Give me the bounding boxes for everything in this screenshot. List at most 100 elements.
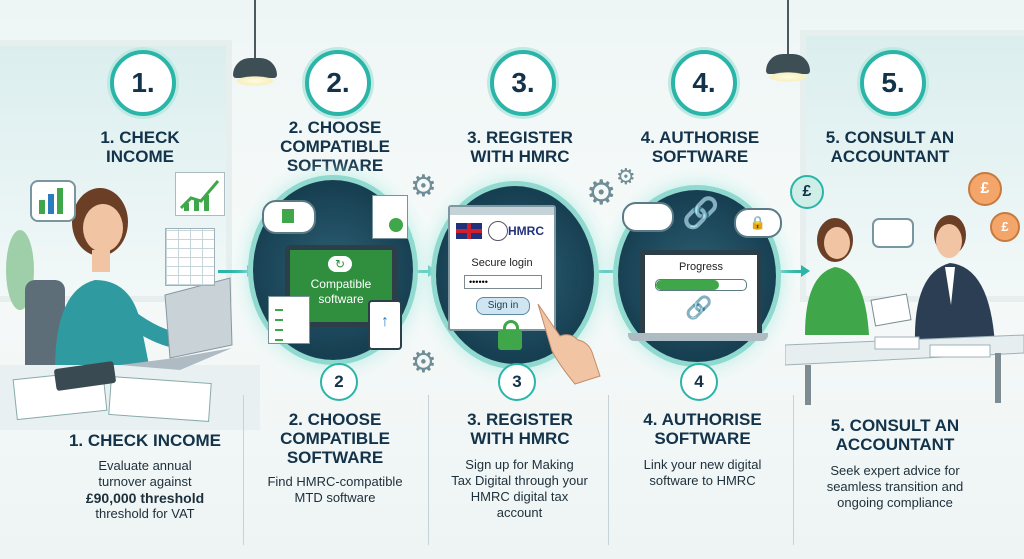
desc-line: MTD software xyxy=(294,490,376,505)
gear-icon: ⚙ xyxy=(410,346,437,379)
desc-line: Seek expert advice for xyxy=(830,463,960,478)
desc-line: Sign up for Making xyxy=(465,457,574,472)
desc-line: turnover against xyxy=(98,474,192,489)
title-line: ACCOUNTANT xyxy=(830,147,950,166)
progress-label: Progress xyxy=(678,261,724,273)
desc-line: Link your new digital xyxy=(643,457,762,472)
desc-line: account xyxy=(496,505,543,520)
hmrc-label: HMRC xyxy=(508,224,544,238)
bottom-desc-1: Evaluate annual turnover against £90,000… xyxy=(60,458,230,522)
lamp-glow xyxy=(768,72,808,82)
step-number-4: 4. xyxy=(671,50,737,116)
hmrc-login-window: HMRC Secure login •••••• Sign in xyxy=(448,205,556,331)
woman-laptop-illustration xyxy=(0,188,260,430)
flow-arrow-4-5 xyxy=(778,265,810,277)
checked-document-icon xyxy=(372,195,408,239)
title-line: SOFTWARE xyxy=(286,156,384,175)
gear-icon: ⚙ xyxy=(616,164,636,189)
column-divider xyxy=(608,395,609,545)
bottom-desc-4: Link your new digital software to HMRC xyxy=(615,457,790,489)
spreadsheet-document-icon xyxy=(165,228,215,286)
password-field[interactable]: •••••• xyxy=(464,275,542,289)
title-line: 5. CONSULT AN xyxy=(830,416,960,435)
bar-chart-bubble-icon xyxy=(30,180,76,222)
title-line: 1. CHECK INCOME xyxy=(68,431,222,450)
column-divider xyxy=(243,395,244,545)
speech-bubble-icon xyxy=(872,218,914,248)
flow-arrow-3-4 xyxy=(592,265,624,277)
software-label-line1: Compatible xyxy=(310,277,372,291)
sign-in-button[interactable]: Sign in xyxy=(476,297,530,315)
desc-line: seamless transition and xyxy=(826,479,964,494)
column-divider xyxy=(428,395,429,545)
pound-coin-icon: £ xyxy=(968,172,1002,206)
title-line: 3. REGISTER xyxy=(467,128,573,147)
flow-arrow-2-3 xyxy=(405,265,437,277)
gear-icon: ⚙ xyxy=(586,174,617,212)
title-line: 4. AUTHORISE xyxy=(640,128,760,147)
cloud-spreadsheet-icon xyxy=(262,200,316,234)
title-line: WITH HMRC xyxy=(470,147,570,166)
pound-coin-icon: £ xyxy=(990,212,1020,242)
bottom-desc-3: Sign up for Making Tax Digital through y… xyxy=(432,457,607,521)
step-title-2: 2. CHOOSE COMPATIBLE SOFTWARE xyxy=(265,118,405,175)
title-line: 2. CHOOSE xyxy=(288,118,382,137)
bottom-title-5: 5. CONSULT AN ACCOUNTANT xyxy=(805,416,985,454)
pendant-lamp-icon xyxy=(766,54,810,74)
title-line: SOFTWARE xyxy=(286,448,384,467)
secure-login-label: Secure login xyxy=(471,257,533,269)
desc-line: ongoing compliance xyxy=(837,495,953,510)
title-line: WITH HMRC xyxy=(470,429,570,448)
desc-line-emphasis: £90,000 threshold xyxy=(85,490,205,506)
step-small-number-3: 3 xyxy=(498,363,536,401)
software-label-line2: software xyxy=(318,292,364,306)
chain-link-icon: 🔗 xyxy=(682,197,720,230)
tablet-software-screen: ↻ Compatible software xyxy=(285,245,397,327)
desc-line: HMRC digital tax xyxy=(470,489,569,504)
cloud-upload-phone-icon: ↑ xyxy=(368,300,402,350)
checklist-document-icon xyxy=(268,296,310,344)
flow-arrow-1-2 xyxy=(218,265,256,277)
uk-flag-icon xyxy=(456,223,482,239)
title-line: SOFTWARE xyxy=(651,147,749,166)
lamp-cord xyxy=(254,0,256,58)
pointing-hand-icon xyxy=(537,303,601,385)
cloud-lock-icon: 🔒 xyxy=(734,208,782,238)
bottom-title-2: 2. CHOOSE COMPATIBLE SOFTWARE xyxy=(255,410,415,467)
step-number-1: 1. xyxy=(110,50,176,116)
title-line: INCOME xyxy=(106,147,174,166)
lamp-cord xyxy=(787,0,789,54)
bottom-desc-5: Seek expert advice for seamless transiti… xyxy=(805,463,985,511)
desc-line: Evaluate annual xyxy=(98,458,192,473)
step-title-4: 4. AUTHORISE SOFTWARE xyxy=(625,128,775,166)
meeting-illustration xyxy=(785,215,1024,405)
progress-bar xyxy=(655,279,747,291)
cloud-icon xyxy=(622,202,674,232)
title-line: COMPATIBLE xyxy=(280,429,390,448)
desc-line: software to HMRC xyxy=(649,473,756,488)
bottom-title-4: 4. AUTHORISE SOFTWARE xyxy=(620,410,785,448)
step-small-number-4: 4 xyxy=(680,363,718,401)
step-title-1: 1. CHECK INCOME xyxy=(70,128,210,166)
laptop-progress-screen: Progress 🔗 xyxy=(640,250,762,338)
step-title-5: 5. CONSULT AN ACCOUNTANT xyxy=(810,128,970,166)
step-title-3: 3. REGISTER WITH HMRC xyxy=(445,128,595,166)
title-line: ACCOUNTANT xyxy=(835,435,955,454)
step-small-number-2: 2 xyxy=(320,363,358,401)
title-line: COMPATIBLE xyxy=(280,137,390,156)
desc-line: threshold for VAT xyxy=(95,506,195,521)
bottom-title-1: 1. CHECK INCOME xyxy=(50,431,240,450)
column-divider xyxy=(793,395,794,545)
bottom-desc-2: Find HMRC-compatible MTD software xyxy=(250,474,420,506)
gear-icon: ⚙ xyxy=(410,170,437,203)
laptop-base xyxy=(628,333,768,341)
step-number-5: 5. xyxy=(860,50,926,116)
title-line: SOFTWARE xyxy=(654,429,751,448)
desc-line: Tax Digital through your xyxy=(451,473,588,488)
pendant-lamp-icon xyxy=(233,58,277,78)
title-line: 1. CHECK xyxy=(100,128,180,147)
desc-line: Find HMRC-compatible xyxy=(267,474,403,489)
step-number-3: 3. xyxy=(490,50,556,116)
pound-coin-icon: £ xyxy=(790,175,824,209)
padlock-icon xyxy=(498,320,522,350)
